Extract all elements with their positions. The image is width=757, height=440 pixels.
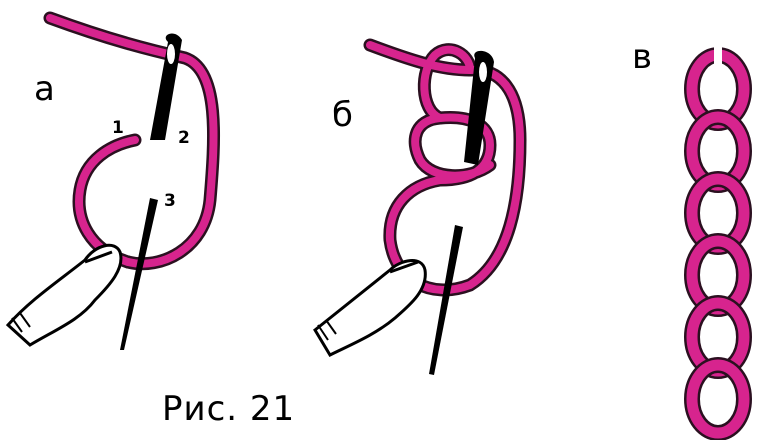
panel-a-illustration	[8, 18, 214, 350]
figure-caption: Рис. 21	[162, 392, 295, 426]
panel-b-label: б	[332, 98, 353, 132]
panel-c-label: в	[632, 40, 652, 74]
panel-a-step-1-label: 1	[112, 120, 124, 137]
panel-c-chain	[692, 45, 744, 433]
panel-b-needle-lower	[429, 225, 463, 375]
panel-a-label: а	[34, 72, 55, 106]
panel-b-hand	[315, 261, 425, 355]
panel-b-thread	[370, 45, 520, 290]
panel-a-needle-lower	[120, 198, 158, 350]
panel-a-step-2-label: 2	[178, 130, 190, 147]
panel-a-hand	[8, 245, 121, 345]
panel-a-step-3-label: 3	[164, 193, 176, 210]
